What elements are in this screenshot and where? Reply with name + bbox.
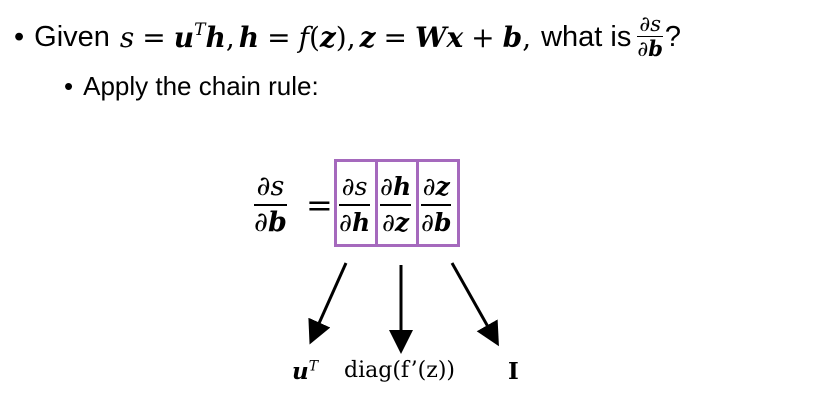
question-fraction: ∂s ∂b xyxy=(637,11,663,62)
fraction-bar xyxy=(339,204,371,206)
term-fraction-dz-db: ∂z ∂b xyxy=(421,172,452,237)
term-fraction-ds-dh: ∂s ∂h xyxy=(339,172,371,237)
result-u-transpose: uT xyxy=(292,358,319,385)
term-box-dz-db xyxy=(416,159,460,247)
result-diag: diag(f’(z)) xyxy=(344,358,455,383)
what-is-label: what is xyxy=(541,20,632,53)
fraction-bar xyxy=(421,204,452,206)
equals-sign: = xyxy=(306,186,333,224)
bullet-marker: • xyxy=(14,20,25,53)
fraction-bar xyxy=(380,204,412,206)
math-definitions: s=uTh,h=f(z),z=Wx+b, xyxy=(119,20,532,54)
arrow-right xyxy=(450,262,499,347)
question-mark: ? xyxy=(664,20,682,53)
result-identity: I xyxy=(508,358,519,385)
fraction-bar xyxy=(637,35,663,38)
fraction-bar xyxy=(254,204,287,206)
given-label: Given xyxy=(34,20,110,53)
term-fraction-dh-dz: ∂h ∂z xyxy=(380,172,412,237)
bullet-line-given: • Given s=uTh,h=f(z),z=Wx+b, what is ∂s … xyxy=(14,12,681,62)
arrow-left xyxy=(308,262,348,345)
chain-rule-text: Apply the chain rule: xyxy=(83,70,319,101)
lhs-fraction: ∂s ∂b xyxy=(254,171,287,238)
bullet-line-chain-rule: • Apply the chain rule: xyxy=(64,66,319,106)
bullet-marker: • xyxy=(64,70,74,101)
